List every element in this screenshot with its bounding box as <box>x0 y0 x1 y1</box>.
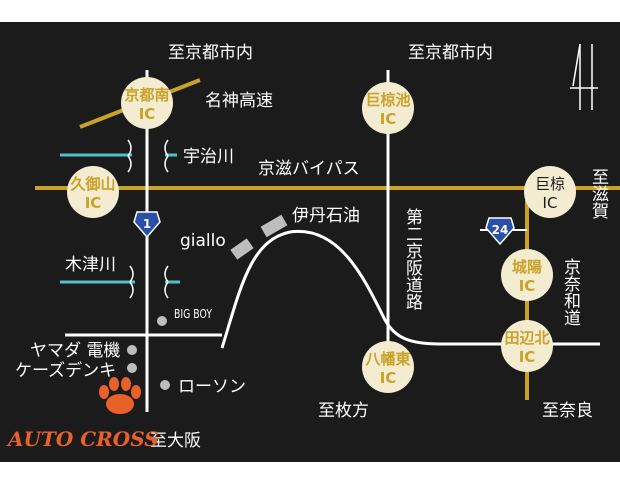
svg-text:八幡東: 八幡東 <box>364 350 410 368</box>
giallo-building <box>230 238 254 260</box>
local-road-curve <box>220 229 600 349</box>
ic-joyo: 城陽 IC <box>501 249 553 301</box>
big-boy-dot <box>157 316 167 326</box>
route1-shield: 1 <box>133 211 161 239</box>
svg-text:IC: IC <box>519 277 536 295</box>
label-to-kyoto-right: 至京都市内 <box>408 43 493 63</box>
svg-text:京都南: 京都南 <box>124 86 169 104</box>
svg-text:IC: IC <box>380 110 397 128</box>
svg-text:IC: IC <box>543 194 558 212</box>
svg-text:1: 1 <box>143 217 151 231</box>
label-big-boy: BIG BOY <box>174 307 213 321</box>
bridge-mark <box>127 139 132 173</box>
ksdenki-dot <box>127 363 137 373</box>
paw-print-icon <box>99 377 141 414</box>
label-to-osaka: 至大阪 <box>150 431 201 451</box>
bridge-mark <box>164 265 169 299</box>
label-kizugawa: 木津川 <box>65 255 116 275</box>
yamada-dot <box>127 345 137 355</box>
label-to-hirakata: 至枚方 <box>318 401 369 421</box>
label-daini-keihan: 第二京阪道路 <box>402 208 423 310</box>
label-ksdenki: ケーズデンキ <box>15 360 116 381</box>
route24-shield: 24 <box>485 217 515 246</box>
ic-kyoto-minami: 京都南 IC <box>121 77 173 129</box>
svg-text:IC: IC <box>519 348 536 366</box>
ic-tanabe-kita: 田辺北 IC <box>501 320 553 372</box>
label-meishin: 名神高速 <box>205 91 273 111</box>
bridge-mark <box>129 265 134 299</box>
label-to-nara: 至奈良 <box>542 401 593 421</box>
svg-text:IC: IC <box>139 105 156 123</box>
label-yamada: ヤマダ 電機 <box>30 341 120 361</box>
svg-text:巨椋池: 巨椋池 <box>365 91 410 109</box>
label-giallo: giallo <box>180 231 226 251</box>
svg-text:田辺北: 田辺北 <box>504 329 549 347</box>
ic-ogura-ike: 巨椋池 IC <box>362 82 414 134</box>
ic-ogura: 巨椋 IC <box>524 166 576 218</box>
bridge-mark <box>164 139 169 173</box>
svg-text:IC: IC <box>85 194 102 212</box>
label-lawson: ローソン <box>178 377 246 397</box>
north-arrow-icon <box>570 43 598 110</box>
svg-text:IC: IC <box>380 369 397 387</box>
brand-logo-text: AUTO CROSS <box>6 427 159 451</box>
ic-yawata-higashi: 八幡東 IC <box>362 341 414 393</box>
svg-text:巨椋: 巨椋 <box>535 175 565 193</box>
svg-text:城陽: 城陽 <box>512 258 542 276</box>
label-to-shiga: 至滋賀 <box>588 168 609 219</box>
label-keina-road: 京奈和道 <box>560 258 581 326</box>
svg-text:24: 24 <box>492 223 509 237</box>
label-keiji-bypass: 京滋バイパス <box>258 159 360 179</box>
itami-sekiyu-building <box>260 214 288 238</box>
label-to-kyoto-left: 至京都市内 <box>168 43 253 63</box>
label-itami-sekiyu: 伊丹石油 <box>292 206 360 226</box>
lawson-dot <box>160 380 170 390</box>
ic-kumiyama: 久御山 IC <box>67 166 119 218</box>
svg-text:久御山: 久御山 <box>70 175 115 193</box>
label-ujigawa: 宇治川 <box>183 147 234 167</box>
